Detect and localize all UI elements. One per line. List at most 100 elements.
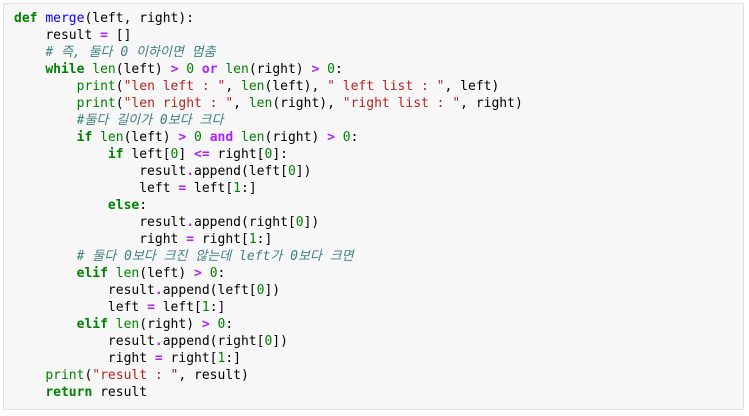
code-operator: = [178,181,187,196]
code-line: result.append(left[0]) [14,163,743,180]
code-number: 0 [287,164,296,179]
code-text: left [107,300,148,315]
code-string: "len right : " [123,96,234,111]
code-text: append(left[ [194,164,288,179]
code-text [319,62,327,77]
code-text: ( [115,79,124,94]
code-text [108,317,116,332]
code-text: left [139,181,179,196]
code-number: 0 [186,62,195,77]
code-text: result [92,385,148,400]
code-line: else: [14,197,743,214]
code-indent [14,266,77,281]
code-operator: > [194,266,202,281]
code-text: (left, right): [84,11,195,26]
code-operator: = [186,232,195,247]
code-keyword: else [107,198,140,213]
code-line: def merge(left, right): [14,10,743,27]
code-indent [14,249,77,264]
code-lines: def merge(left, right): result = [] # 즉,… [14,10,743,401]
code-number: 0 [342,130,351,145]
code-line: print("len right : ", len(right), "right… [14,95,743,112]
code-text: right[ [194,232,249,247]
code-comment: # 둘다 0보다 크진 않는데 left가 0보다 크면 [76,249,354,264]
code-builtin: print [45,368,85,383]
code-text: right[ [209,147,265,162]
code-text: right [107,351,155,366]
code-indent [14,28,45,43]
code-number: 0 [194,130,202,145]
code-number: 1 [233,181,241,196]
code-text: :] [256,232,273,247]
code-text [233,130,241,145]
code-text: [] [107,28,132,43]
code-keyword: def [14,11,38,26]
code-text: , right) [460,96,523,111]
code-indent [14,130,77,145]
code-indent [14,283,108,298]
code-text: result [107,334,155,349]
code-string: "len left : " [123,79,226,94]
code-keyword: elif [76,317,108,332]
code-builtin: len [241,79,265,94]
code-operator: > [327,130,335,145]
code-builtin: len [115,266,140,281]
code-operator: . [186,215,195,230]
code-number: 0 [295,215,304,230]
code-text: (right) [264,130,328,145]
code-line: # 즉, 둘다 0 이하이면 멈춤 [14,44,743,61]
code-cell[interactable]: def merge(left, right): result = [] # 즉,… [3,3,744,410]
code-text: (left) [139,266,195,281]
code-indent [14,368,45,383]
code-operator: = [100,28,108,43]
code-builtin: print [76,79,116,94]
code-text: result [45,28,101,43]
code-function-name: merge [45,11,85,26]
code-text: (left) [115,62,171,77]
code-indent [14,334,108,349]
code-number: 0 [170,147,179,162]
code-indent [14,96,77,111]
code-line: right = right[1:] [14,231,743,248]
code-text: , [233,96,249,111]
code-number: 1 [248,232,257,247]
code-line: if len(left) > 0 and len(right) > 0: [14,129,743,146]
code-indent [14,385,45,400]
code-builtin: len [100,130,124,145]
code-number: 0 [327,62,335,77]
code-indent [14,300,108,315]
code-operator: . [154,283,163,298]
code-text: append(right[ [162,334,265,349]
code-text: append(left[ [162,283,257,298]
code-text [202,266,210,281]
code-text: ] [178,147,195,162]
code-line: result.append(left[0]) [14,282,743,299]
code-line: elif len(left) > 0: [14,265,743,282]
code-text: , result) [178,368,249,383]
code-number: 0 [209,266,218,281]
code-text: : [139,198,148,213]
code-text [335,130,343,145]
code-text: right [139,232,187,247]
code-text: , [225,79,241,94]
code-number: 0 [256,283,265,298]
code-line: print("len left : ", len(left), " left l… [14,78,743,95]
code-indent [14,113,77,128]
code-string: " left list : " [327,79,445,94]
code-operator: = [147,300,155,315]
code-comment: #둘다 길이가 0보다 크다 [76,113,224,128]
code-text: ]) [295,164,312,179]
code-number: 0 [217,317,226,332]
code-text: result [139,164,187,179]
code-line: right = right[1:] [14,350,743,367]
code-operator: = [154,351,163,366]
code-text: ]) [264,283,281,298]
code-builtin: len [248,96,273,111]
code-builtin: len [241,130,265,145]
code-line: result = [] [14,27,743,44]
code-text: : [350,130,359,145]
code-keyword: while [45,62,85,77]
code-string: "right list : " [342,96,461,111]
code-text: result [107,283,155,298]
code-number: 0 [264,334,273,349]
